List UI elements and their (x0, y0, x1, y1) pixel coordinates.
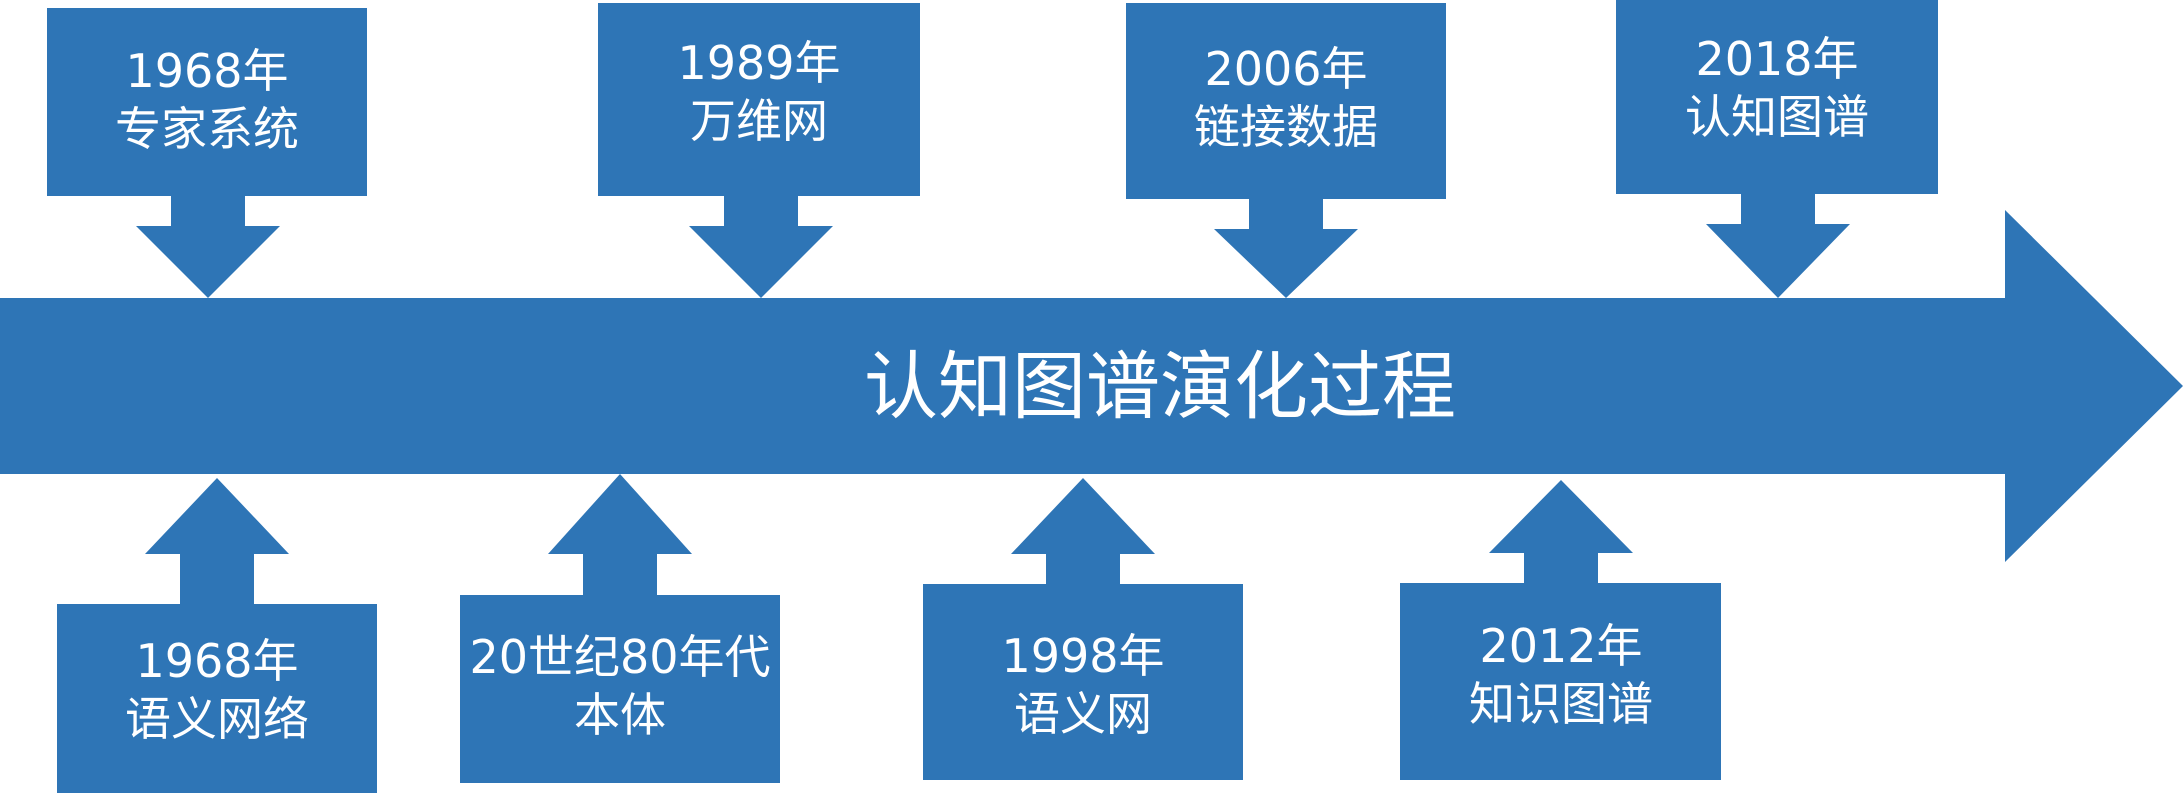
milestone-year: 2018年 (1695, 32, 1859, 86)
callout-bottom-1 (57, 478, 377, 793)
milestone-name: 语义网 (1014, 687, 1152, 741)
callout-bottom-4 (1400, 480, 1721, 780)
milestone-name: 知识图谱 (1469, 677, 1653, 731)
milestone-label-top-4: 2018年 认知图谱 (1617, 30, 1937, 146)
callout-top-2 (598, 3, 920, 298)
main-timeline-arrow (0, 210, 2183, 562)
callout-bottom-2 (460, 474, 780, 783)
milestone-year: 1968年 (125, 44, 289, 98)
callout-bottom-3 (923, 478, 1243, 780)
milestone-label-bottom-3: 1998年 语义网 (923, 627, 1243, 743)
milestone-name: 语义网络 (125, 692, 309, 746)
milestone-name: 链接数据 (1194, 100, 1378, 154)
milestone-year: 1989年 (677, 36, 841, 90)
milestone-label-top-1: 1968年 专家系统 (47, 42, 367, 158)
milestone-label-bottom-1: 1968年 语义网络 (57, 632, 377, 748)
milestone-label-top-2: 1989年 万维网 (599, 34, 919, 150)
milestone-label-bottom-2: 20世纪80年代 本体 (460, 628, 780, 744)
milestone-label-top-3: 2006年 链接数据 (1126, 40, 1446, 156)
timeline-title: 认知图谱演化过程 (864, 344, 1456, 430)
callout-top-1 (47, 8, 367, 298)
milestone-name: 万维网 (690, 94, 828, 148)
milestone-year: 20世纪80年代 (469, 630, 771, 684)
milestone-name: 认知图谱 (1685, 90, 1869, 144)
milestone-name: 专家系统 (115, 102, 299, 156)
milestone-year: 1998年 (1001, 629, 1165, 683)
milestone-year: 1968年 (135, 634, 299, 688)
milestone-year: 2006年 (1204, 42, 1368, 96)
callout-top-3 (1126, 3, 1446, 298)
milestone-year: 2012年 (1479, 619, 1643, 673)
milestone-name: 本体 (574, 688, 666, 742)
callout-top-4 (1616, 0, 1938, 298)
milestone-label-bottom-4: 2012年 知识图谱 (1401, 617, 1721, 733)
